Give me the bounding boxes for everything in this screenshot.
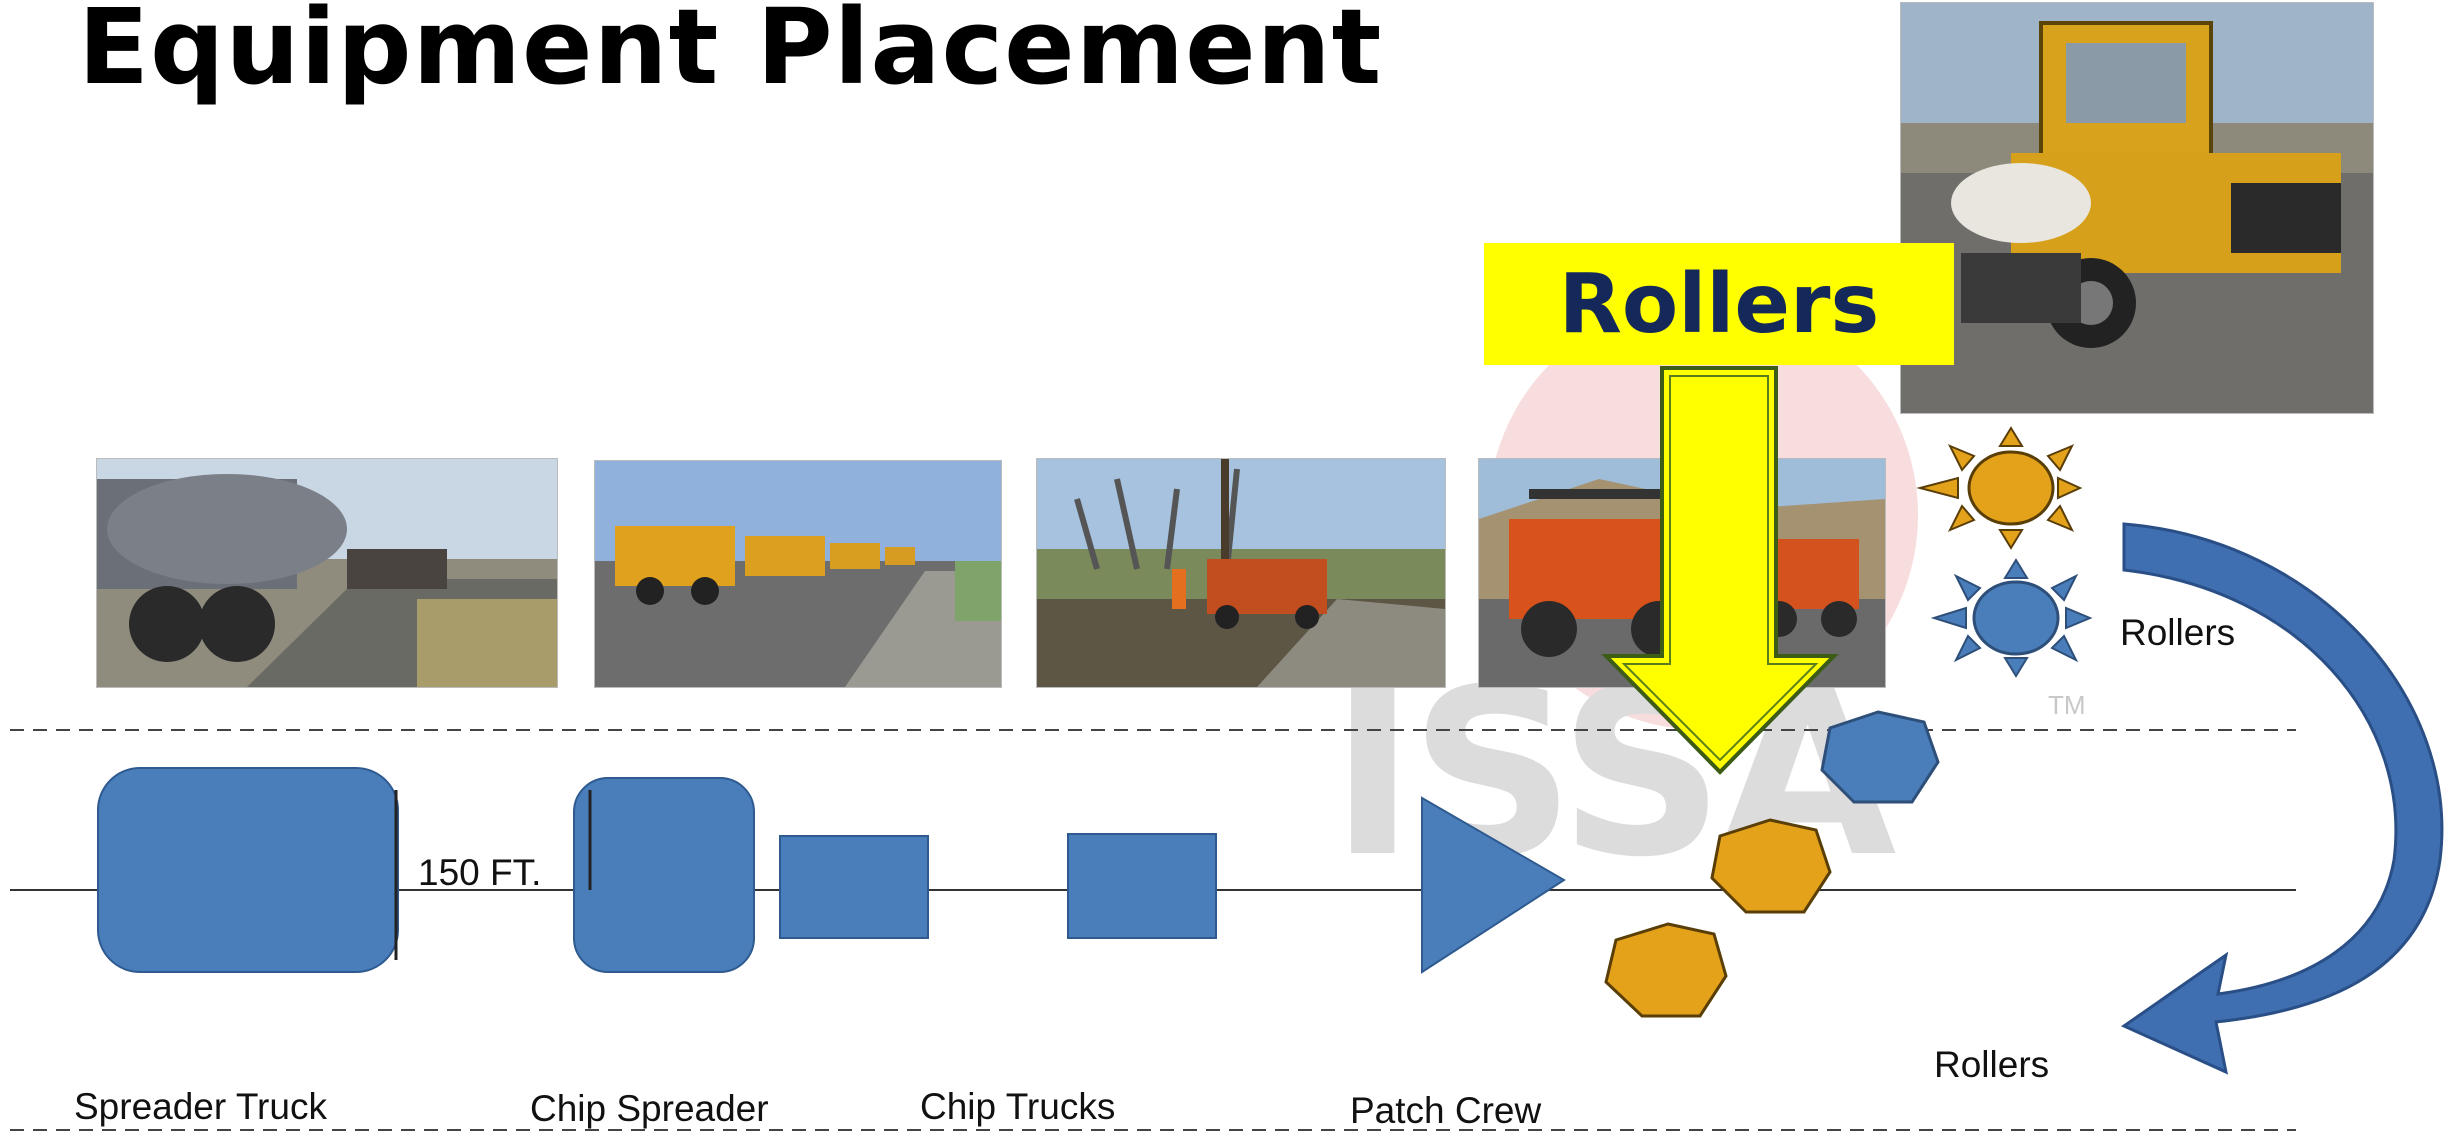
photo-chip-trucks <box>1036 458 1446 688</box>
label-patch-crew: Patch Crew <box>1350 1090 1542 1131</box>
spreader-truck-shape <box>97 767 399 973</box>
page-title: Equipment Placement <box>78 0 1383 108</box>
roller-orange-shape-1 <box>1710 818 1832 914</box>
legend-sun-rollers-label: Rollers <box>2120 612 2236 653</box>
roller-blue-shape <box>1820 710 1940 804</box>
photo-spreader-truck <box>96 458 558 688</box>
orange-sun-icon <box>1916 426 2083 550</box>
chip-spreader-shape <box>573 777 755 973</box>
patch-crew-shape <box>1421 796 1566 974</box>
chip-truck-shape-1 <box>779 835 929 939</box>
label-spreader-truck: Spreader Truck <box>74 1086 327 1127</box>
blue-sun-icon <box>1930 558 2093 678</box>
roller-orange-shape-2 <box>1604 922 1728 1018</box>
legend-return-rollers-label: Rollers <box>1934 1044 2050 1085</box>
label-chip-spreader: Chip Spreader <box>530 1088 769 1129</box>
callout-arrow <box>1601 366 1839 775</box>
photo-roller-closeup <box>1900 2 2374 414</box>
callout-arrow-inner <box>1621 375 1819 762</box>
curved-return-arrow <box>2120 522 2444 1075</box>
label-chip-trucks: Chip Trucks <box>920 1086 1116 1127</box>
watermark-trademark: TM <box>2048 690 2086 720</box>
rollers-callout: Rollers <box>1484 243 1954 365</box>
chip-truck-shape-2 <box>1067 833 1217 939</box>
photo-chip-spreader <box>594 460 1002 688</box>
distance-label: 150 FT. <box>418 852 542 893</box>
